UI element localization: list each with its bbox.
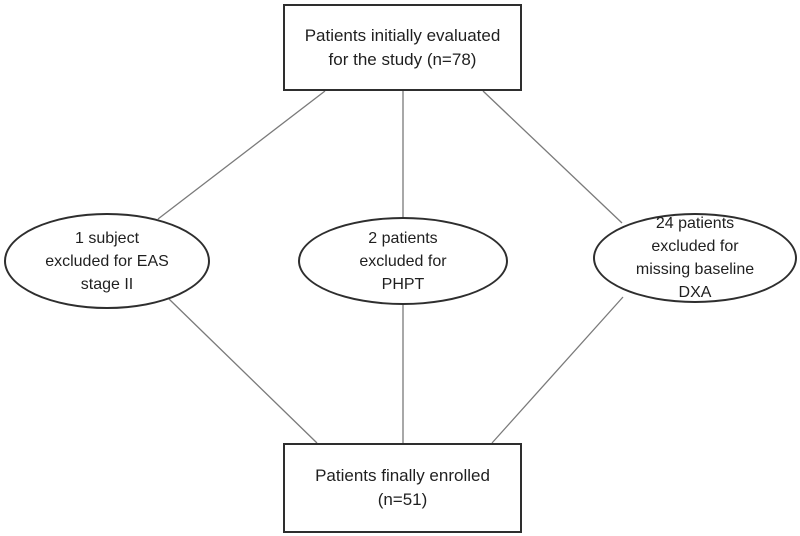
edge-dxa-to-enrolled xyxy=(491,296,624,444)
node-excluded-dxa: 24 patients excluded for missing baselin… xyxy=(593,213,797,303)
edge-initial-to-dxa xyxy=(482,90,623,224)
node-text-line: for the study (n=78) xyxy=(328,49,477,69)
node-text-line: excluded for EAS xyxy=(45,252,169,270)
node-text-line: stage II xyxy=(80,275,134,293)
node-finally-enrolled: Patients finally enrolled (n=51) xyxy=(283,443,522,533)
edge-eas-to-enrolled xyxy=(168,298,318,444)
node-text-line: DXA xyxy=(678,284,712,301)
node-excluded-eas: 1 subject excluded for EAS stage II xyxy=(4,213,210,309)
node-text-line: excluded for xyxy=(651,238,739,255)
node-text-line: Patients initially evaluated xyxy=(304,25,501,45)
node-initially-evaluated: Patients initially evaluated for the stu… xyxy=(283,4,522,91)
node-text-line: 24 patients xyxy=(655,215,735,232)
node-text-line: PHPT xyxy=(381,275,425,293)
node-excluded-phpt: 2 patients excluded for PHPT xyxy=(298,217,508,305)
node-text-line: 1 subject xyxy=(74,229,140,247)
node-text-line: excluded for xyxy=(359,252,447,270)
node-text-line: missing baseline xyxy=(635,261,755,278)
node-text-line: Patients finally enrolled xyxy=(315,466,490,485)
node-text-line: 2 patients xyxy=(368,229,438,247)
edge-initial-to-eas xyxy=(157,90,326,220)
node-text-line: (n=51) xyxy=(377,490,428,509)
